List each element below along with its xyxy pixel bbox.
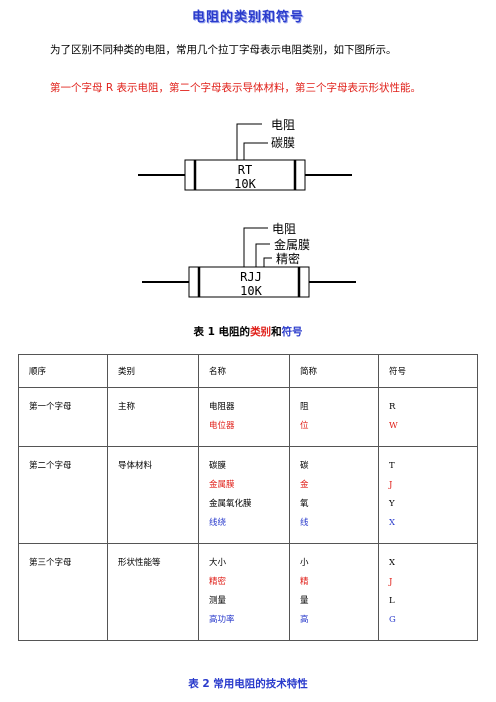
- cell-category-text: 导体材料: [118, 461, 153, 471]
- resistor-rt-label-2: 碳膜: [271, 136, 295, 150]
- cell-name: 电阻器电位器: [198, 387, 290, 447]
- cell-name-item: 电阻器: [209, 402, 235, 412]
- cell-symbol-item: X: [389, 518, 396, 528]
- table1-caption-symbol: 符号: [281, 326, 303, 338]
- header-order: 顺序: [18, 354, 108, 388]
- resistor-rjj-value: 10K: [240, 284, 262, 298]
- cell-order-text: 第三个字母: [29, 558, 72, 568]
- resistor-rt-diagram: 电阻 碳膜 RT 10K: [138, 118, 352, 191]
- cell-name-item: 大小: [209, 558, 227, 568]
- cell-symbol-item: G: [389, 615, 396, 625]
- header-category: 类别: [107, 354, 199, 388]
- cell-category: 形状性能等: [107, 543, 199, 641]
- cell-symbol-item: J: [389, 480, 393, 490]
- header-abbr: 简称: [289, 354, 379, 388]
- cell-symbol-item: X: [389, 558, 396, 568]
- page-title: 电阻的类别和符号: [191, 10, 304, 25]
- cell-name-item: 金属膜: [209, 480, 235, 490]
- cell-name-item: 金属氧化膜: [209, 499, 252, 509]
- resistor-rjj-code: RJJ: [240, 270, 262, 284]
- intro-paragraph: 为了区别不同种类的电阻，常用几个拉丁字母表示电阻类别，如下图所示。: [50, 44, 397, 56]
- cell-symbol-item: Y: [389, 499, 395, 509]
- resistor-diagrams: 电阻 碳膜 RT 10K 电阻 金属膜 精密 RJJ 10K: [138, 118, 356, 298]
- resistor-rjj-label-3: 精密: [276, 251, 300, 266]
- cell-category: 导体材料: [107, 446, 199, 544]
- cell-abbr-item: 小: [300, 558, 309, 568]
- naming-rule-text: 第一个字母 R 表示电阻，第二个字母表示导体材料，第三个字母表示形状性能。: [50, 82, 421, 94]
- cell-abbr: 阻位: [289, 387, 379, 447]
- table2-caption: 表 2 常用电阻的技术特性: [188, 678, 308, 690]
- cell-name-item: 高功率: [209, 615, 235, 625]
- cell-symbol-item: L: [389, 596, 395, 606]
- cell-abbr-item: 氧: [300, 499, 309, 509]
- cell-order: 第三个字母: [18, 543, 108, 641]
- cell-order-text: 第一个字母: [29, 402, 72, 412]
- table1-caption-and: 和: [271, 326, 282, 338]
- cell-name-item: 精密: [209, 577, 227, 587]
- resistor-rjj-diagram: 电阻 金属膜 精密 RJJ 10K: [142, 222, 356, 298]
- cell-abbr-item: 精: [300, 577, 309, 587]
- cell-abbr-item: 位: [300, 421, 309, 431]
- cell-abbr-item: 线: [300, 518, 309, 528]
- cell-name-item: 线绕: [209, 518, 227, 528]
- table-header-row: 顺序 类别 名称 简称 符号: [18, 354, 478, 388]
- cell-name: 碳膜金属膜金属氧化膜线绕: [198, 446, 290, 544]
- cell-abbr-item: 量: [300, 596, 309, 606]
- cell-category-text: 形状性能等: [118, 558, 161, 568]
- resistor-rjj-label-1: 电阻: [272, 222, 296, 236]
- cell-name-item: 碳膜: [209, 461, 227, 471]
- cell-symbol-item: W: [389, 421, 398, 431]
- table1-caption-category: 类别: [250, 326, 272, 338]
- table1-caption-prefix: 表 1 电阻的: [193, 326, 251, 338]
- cell-name-item: 电位器: [209, 421, 235, 431]
- cell-name-item: 测量: [209, 596, 227, 606]
- header-symbol: 符号: [378, 354, 478, 388]
- resistor-rjj-label-2: 金属膜: [274, 237, 310, 252]
- table1-caption: 表 1 电阻的类别和符号: [0, 324, 496, 339]
- resistor-rt-code: RT: [238, 163, 252, 177]
- header-name: 名称: [198, 354, 290, 388]
- resistor-rt-value: 10K: [234, 177, 256, 191]
- cell-order-text: 第二个字母: [29, 461, 72, 471]
- cell-abbr: 小精量高: [289, 543, 379, 641]
- cell-symbol-item: J: [389, 577, 393, 587]
- cell-abbr-item: 金: [300, 480, 309, 490]
- resistor-rt-label-1: 电阻: [271, 118, 295, 132]
- cell-order: 第二个字母: [18, 446, 108, 544]
- cell-category: 主称: [107, 387, 199, 447]
- cell-name: 大小精密测量高功率: [198, 543, 290, 641]
- cell-abbr-item: 碳: [300, 461, 309, 471]
- cell-symbol-item: R: [389, 402, 396, 412]
- cell-abbr-item: 阻: [300, 402, 309, 412]
- cell-category-text: 主称: [118, 402, 136, 412]
- cell-symbol-item: T: [389, 461, 395, 471]
- cell-order: 第一个字母: [18, 387, 108, 447]
- cell-abbr-item: 高: [300, 615, 309, 625]
- cell-abbr: 碳金氧线: [289, 446, 379, 544]
